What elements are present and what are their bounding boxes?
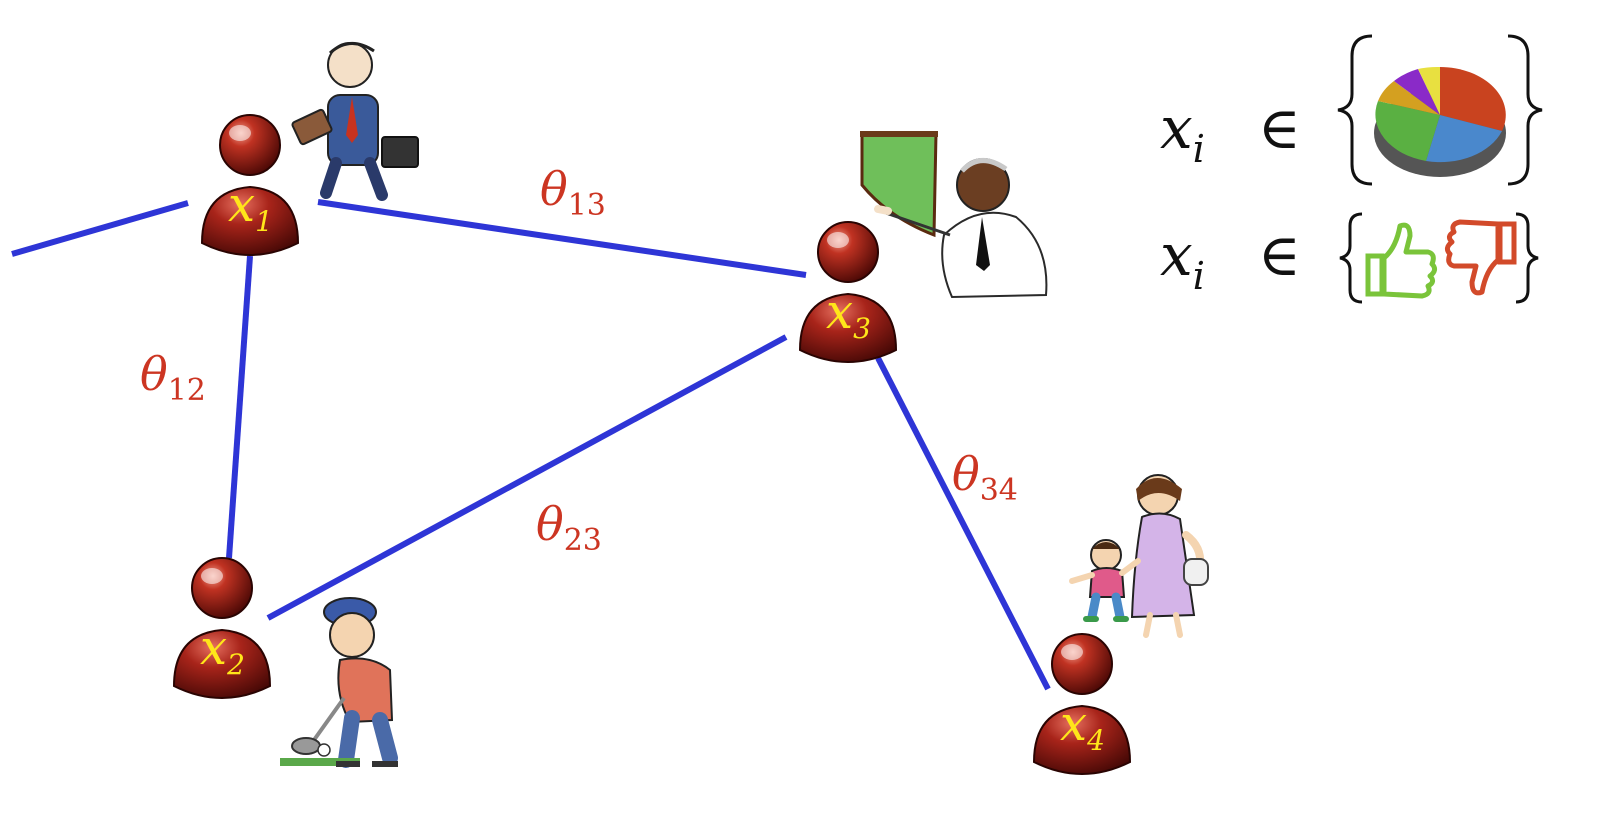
right-brace — [1507, 34, 1543, 186]
node-label-x4: x4 — [1060, 696, 1105, 757]
edge-label-23: θ23 — [536, 497, 602, 558]
mother-child-icon — [1069, 474, 1209, 638]
node-head — [1051, 633, 1113, 695]
thumbs-down-icon — [1444, 219, 1517, 296]
node-body — [172, 628, 272, 700]
node-head — [817, 221, 879, 283]
legend-var: xi — [1160, 94, 1205, 171]
node-body — [200, 185, 300, 257]
left-brace — [1339, 212, 1363, 304]
edge-dangling — [11, 200, 189, 257]
edges — [11, 199, 1051, 691]
thumbs-up-icon — [1365, 222, 1438, 299]
businessman-icon — [291, 42, 419, 201]
node-x3: x3 — [798, 221, 898, 364]
node-body — [798, 292, 898, 364]
legend-row-pie: xi ∈ — [1160, 34, 1543, 186]
left-brace — [1337, 34, 1373, 186]
node-head — [191, 557, 253, 619]
edge-x3-x4 — [875, 356, 1051, 691]
legend-element-of: ∈ — [1258, 221, 1301, 289]
node-x1: x1 — [200, 114, 300, 257]
edge-x1-x2 — [226, 255, 253, 559]
legend: xi ∈ xi ∈ — [1160, 34, 1543, 304]
edge-label-34: θ34 — [952, 447, 1018, 508]
node-body — [1032, 704, 1132, 776]
golfer-icon — [280, 597, 398, 768]
edge-labels: θ13 θ12 θ23 θ34 — [140, 162, 1018, 558]
edge-x2-x3 — [266, 334, 788, 621]
edge-label-13: θ13 — [540, 162, 606, 223]
node-label-x1: x1 — [228, 177, 273, 238]
legend-element-of: ∈ — [1258, 94, 1301, 162]
node-x2: x2 — [172, 557, 272, 700]
legend-row-thumbs: xi ∈ — [1160, 212, 1539, 304]
node-head — [219, 114, 281, 176]
edge-label-12: θ12 — [140, 347, 206, 408]
node-label-x2: x2 — [200, 620, 245, 681]
node-label-x3: x3 — [826, 284, 871, 345]
pie-chart-icon — [1374, 66, 1506, 177]
right-brace — [1515, 212, 1539, 304]
edge-x1-x3 — [317, 199, 807, 278]
legend-var: xi — [1160, 221, 1205, 298]
node-x4: x4 — [1032, 633, 1132, 776]
teacher-icon — [860, 131, 1048, 299]
